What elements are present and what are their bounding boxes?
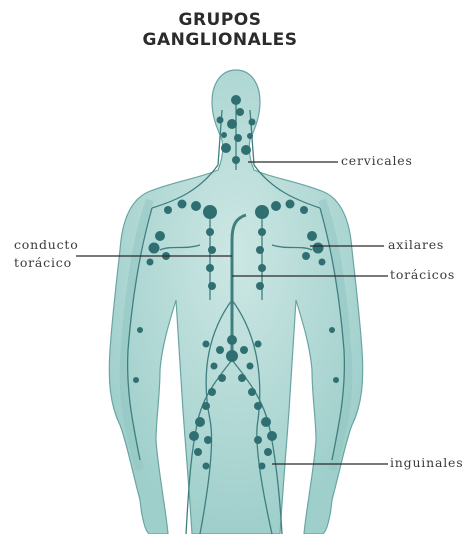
label-conducto-line2: torácico (14, 254, 79, 272)
label-conducto-line1: conducto (14, 236, 79, 254)
label-conducto-toracico: conducto torácico (14, 236, 79, 272)
label-inguinales: inguinales (390, 455, 463, 470)
label-axilares: axilares (388, 237, 444, 252)
label-cervicales: cervicales (341, 153, 413, 168)
label-toracicos: torácicos (390, 267, 455, 282)
